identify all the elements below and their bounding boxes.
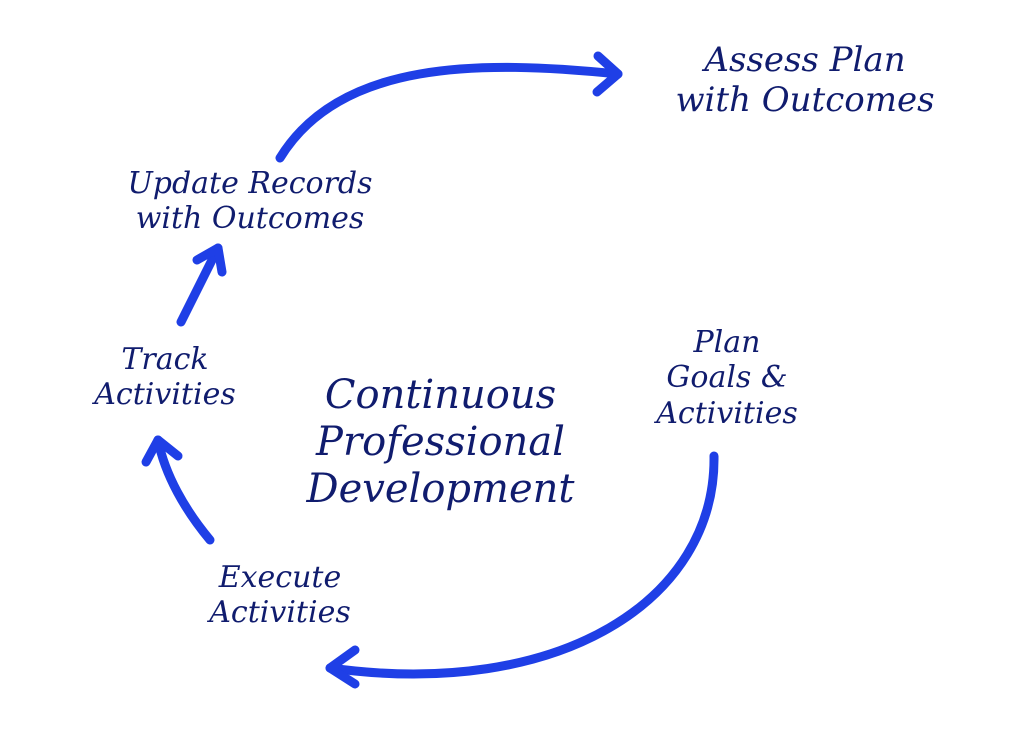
- center-title-line1: Continuous: [324, 372, 557, 418]
- step-track-line2: Activities: [94, 377, 236, 413]
- step-track-activities: Track Activities: [70, 342, 260, 413]
- step-assess-line2: with Outcomes: [675, 80, 935, 121]
- step-assess-plan: Assess Plan with Outcomes: [640, 40, 970, 120]
- center-title: Continuous Professional Development: [268, 372, 613, 512]
- step-update-records: Update Records with Outcomes: [95, 166, 405, 237]
- arrow-execute-to-track: [153, 435, 215, 545]
- step-plan-line2: Goals &: [666, 360, 788, 396]
- step-assess-line1: Assess Plan: [704, 40, 906, 80]
- center-title-line2: Professional: [316, 418, 565, 465]
- step-plan-goals: Plan Goals & Activities: [632, 325, 822, 431]
- arrow-update-to-assess-head: [592, 51, 623, 97]
- step-plan-line3: Activities: [656, 395, 798, 431]
- arrow-track-to-update-head: [192, 243, 227, 277]
- arrow-execute-to-track-head: [141, 435, 183, 467]
- step-execute-line2: Activities: [209, 595, 351, 631]
- step-execute-line1: Execute: [218, 560, 342, 595]
- step-execute-activities: Execute Activities: [185, 560, 375, 631]
- arrow-update-to-assess: [275, 62, 623, 163]
- arrow-plan-to-execute-head: [325, 645, 360, 689]
- arrow-track-to-update: [176, 243, 223, 327]
- arrow-plan-to-execute: [325, 451, 719, 679]
- step-track-line1: Track: [121, 342, 209, 377]
- step-update-line1: Update Records: [127, 166, 373, 201]
- step-plan-line1: Plan: [693, 325, 761, 360]
- step-update-line2: with Outcomes: [135, 201, 365, 237]
- center-title-line3: Development: [306, 465, 575, 512]
